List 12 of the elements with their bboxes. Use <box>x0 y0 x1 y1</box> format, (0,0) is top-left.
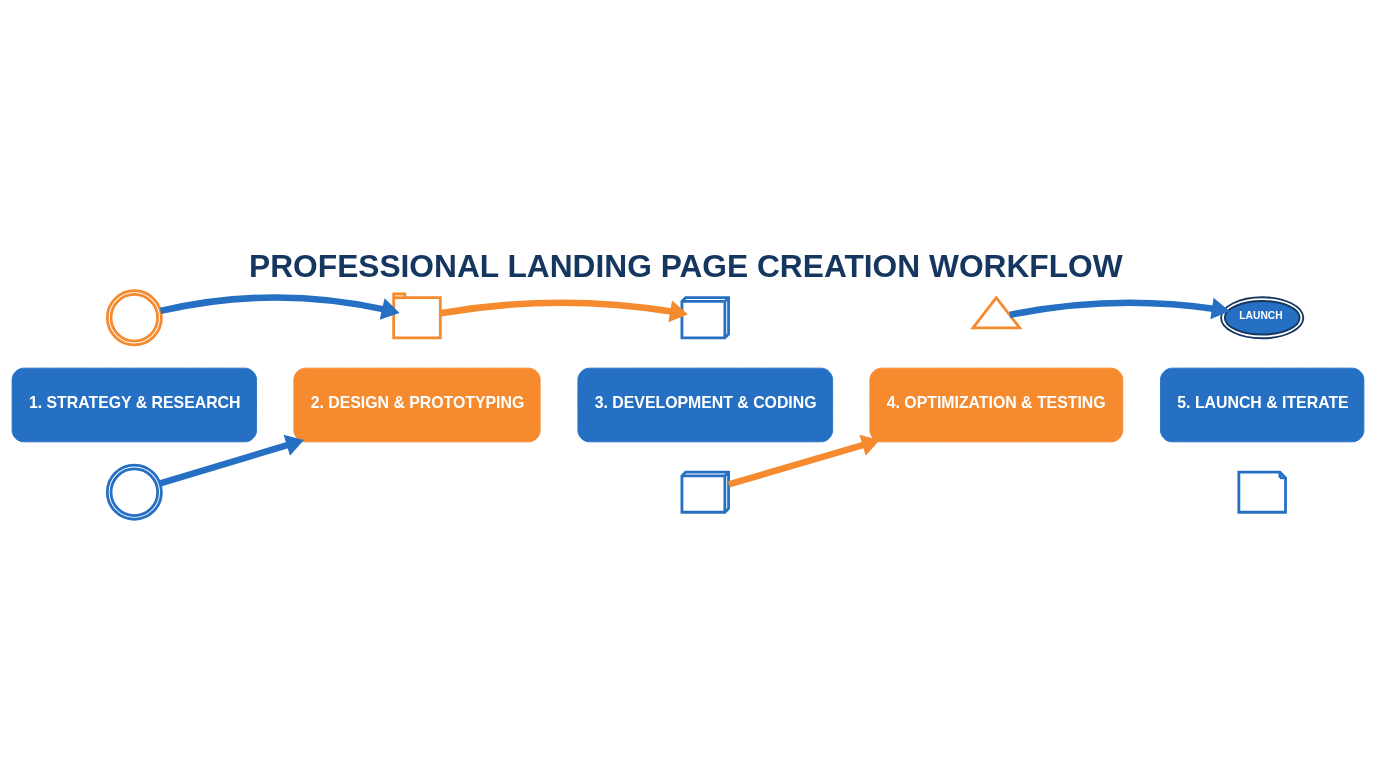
node-picture <box>970 295 1023 330</box>
diagram-title: PROFESSIONAL LANDING PAGE CREATION WORKFLOW <box>249 247 1123 284</box>
node-box: 5. LAUNCH & ITERATE <box>1160 367 1365 443</box>
arrow <box>1009 297 1230 320</box>
node-box: 1. STRATEGY & RESEARCH <box>11 367 257 443</box>
node-box: 2. DESIGN & PROTOTYPING <box>293 367 541 443</box>
arrow <box>439 299 688 323</box>
arrow <box>159 294 400 320</box>
arrow <box>727 434 880 488</box>
arrow <box>159 434 304 487</box>
node-box: 3. DEVELOPMENT & CODING <box>577 367 834 443</box>
node-box: 4. OPTIMIZATION & TESTING <box>869 367 1124 443</box>
